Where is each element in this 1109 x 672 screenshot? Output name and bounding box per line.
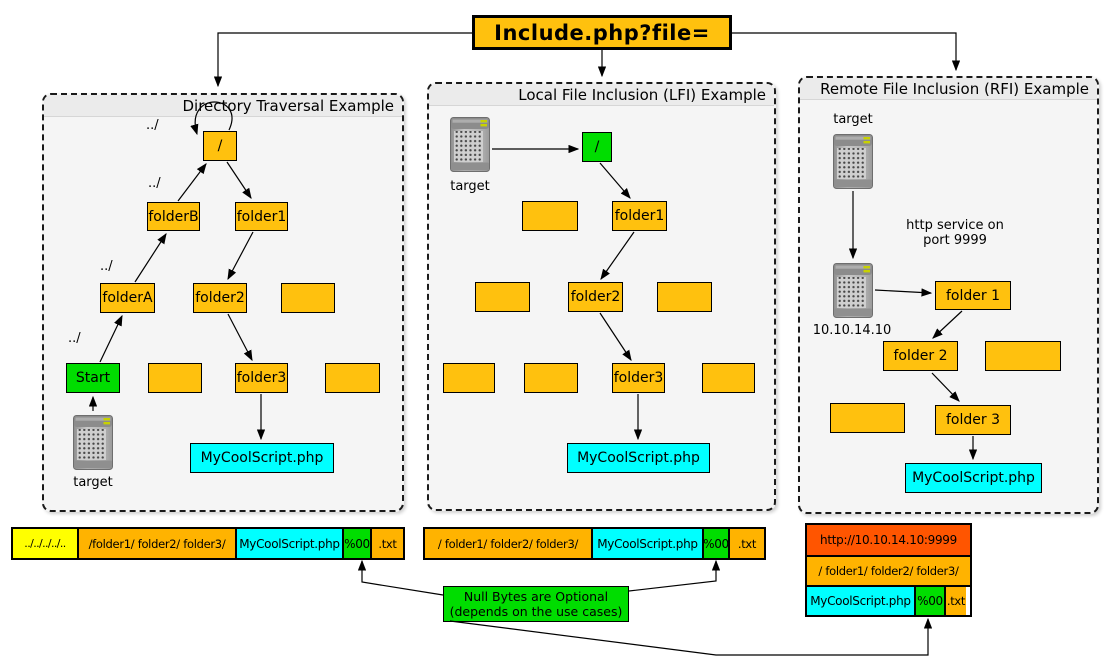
- rfi-node-script: MyCoolScript.php: [905, 463, 1042, 493]
- include-php-title: Include.php?file=: [472, 15, 732, 50]
- strip-rfi-script: MyCoolScript.php: [807, 587, 914, 615]
- panel-lfi-title: Local File Inclusion (LFI) Example: [429, 84, 774, 106]
- strip-lfi-ext: .txt: [728, 529, 764, 558]
- note-line1: Null Bytes are Optional: [463, 589, 609, 604]
- strip-lfi-nullbyte: %00: [702, 529, 728, 558]
- lfi-target-label: target: [450, 179, 490, 194]
- rfi-node-folder1: folder 1: [935, 281, 1011, 310]
- dt-node-blank: [148, 363, 202, 393]
- dt-target-label: target: [73, 475, 113, 490]
- rfi-http-line1: http service on: [906, 218, 1004, 233]
- dt-dots-label: ../: [100, 259, 113, 274]
- rfi-node-folder3: folder 3: [935, 405, 1011, 435]
- lfi-node-folder3: folder3: [612, 363, 665, 393]
- lfi-node-blank: [657, 282, 712, 312]
- note-line2: (depends on the use cases): [449, 604, 623, 619]
- rfi-node-folder2: folder 2: [883, 341, 958, 371]
- dt-node-folder2: folder2: [193, 283, 247, 313]
- strip-dt-path: /folder1/ folder2/ folder3/: [77, 529, 235, 558]
- lfi-node-blank: [524, 363, 578, 393]
- panel-directory-traversal-title: Directory Traversal Example: [44, 95, 402, 117]
- dt-dots-label: ../: [146, 118, 159, 133]
- rfi-target-label: target: [833, 112, 873, 127]
- strip-rfi: http://10.10.14.10:9999 / folder1/ folde…: [805, 523, 972, 617]
- rfi-http-line2: port 9999: [923, 233, 987, 248]
- dt-node-folderA: folderA: [100, 283, 155, 313]
- strip-dt-ext: .txt: [370, 529, 403, 558]
- strip-rfi-ext: .txt: [944, 587, 966, 615]
- lfi-node-script: MyCoolScript.php: [567, 443, 710, 473]
- note-null-bytes: Null Bytes are Optional (depends on the …: [443, 586, 629, 622]
- lfi-node-blank: [475, 282, 530, 312]
- panel-rfi-title: Remote File Inclusion (RFI) Example: [800, 78, 1097, 100]
- rfi-ip-label: 10.10.14.10: [812, 323, 892, 338]
- dt-dots-label: ../: [68, 331, 81, 346]
- strip-lfi-path: / folder1/ folder2/ folder3/: [425, 529, 591, 558]
- dt-node-root: /: [203, 131, 237, 161]
- strip-lfi-script: MyCoolScript.php: [591, 529, 702, 558]
- lfi-node-folder2: folder2: [568, 282, 623, 312]
- lfi-node-blank: [522, 201, 578, 231]
- strip-lfi: / folder1/ folder2/ folder3/ MyCoolScrip…: [423, 527, 766, 560]
- lfi-node-root: /: [582, 132, 612, 162]
- strip-dt-dots: ../../../../..: [13, 529, 77, 558]
- strip-rfi-path: / folder1/ folder2/ folder3/: [807, 557, 970, 585]
- strip-dt-nullbyte: %00: [342, 529, 370, 558]
- dt-node-blank: [325, 363, 380, 393]
- dt-node-blank: [281, 283, 335, 313]
- dt-node-script: MyCoolScript.php: [190, 443, 334, 473]
- strip-dt-script: MyCoolScript.php: [235, 529, 342, 558]
- rfi-node-blank: [985, 341, 1061, 371]
- lfi-node-folder1: folder1: [612, 201, 667, 231]
- lfi-node-blank: [702, 363, 755, 393]
- strip-rfi-url: http://10.10.14.10:9999: [807, 525, 970, 555]
- rfi-http-service-label: http service on port 9999: [880, 218, 1030, 248]
- dt-node-folder3: folder3: [235, 363, 288, 393]
- dt-node-folderB: folderB: [147, 202, 200, 231]
- dt-node-folder1: folder1: [235, 202, 288, 231]
- strip-directory-traversal: ../../../../.. /folder1/ folder2/ folder…: [11, 527, 405, 560]
- lfi-node-blank: [443, 363, 495, 393]
- dt-node-start: Start: [66, 363, 120, 393]
- rfi-node-blank: [830, 403, 905, 433]
- dt-dots-label: ../: [148, 176, 161, 191]
- strip-rfi-nullbyte: %00: [914, 587, 944, 615]
